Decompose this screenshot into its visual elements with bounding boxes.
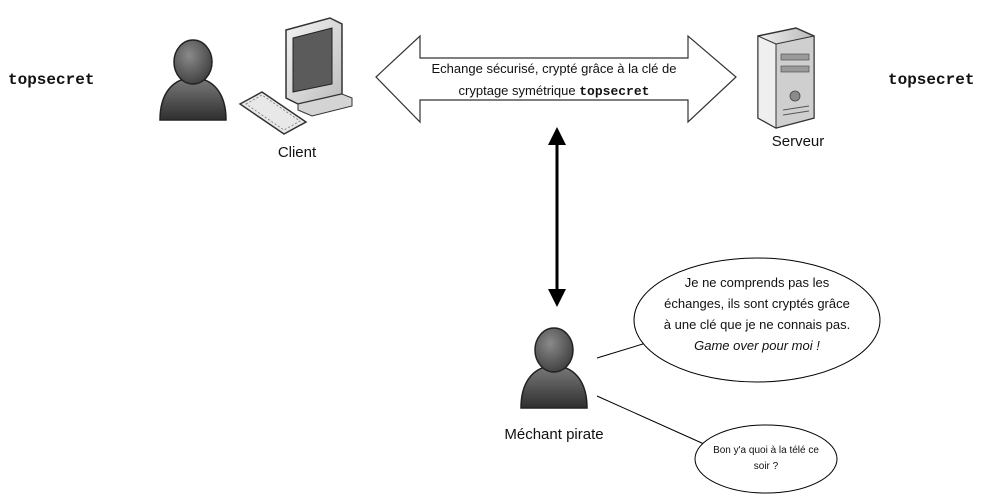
keyboard-icon: [238, 91, 308, 135]
exchange-line-2-prefix: cryptage symétrique: [458, 83, 576, 98]
server-tower-icon: [757, 27, 815, 129]
pirate-label: Méchant pirate: [504, 426, 604, 443]
bubble-small-line-1: Bon y'a quoi à la télé ce: [713, 445, 819, 456]
server-key-text: topsecret: [888, 71, 975, 89]
speech-bubble-main: [633, 257, 881, 383]
bubble-main-text: Je ne comprends pas les échanges, ils so…: [640, 272, 874, 356]
bubble-small-pointer: [596, 395, 705, 445]
bubble-main-line-3: à une clé que je ne connais pas.: [663, 317, 851, 332]
pirate-user-icon: [520, 327, 588, 409]
exchange-line-1: Echange sécurisé, crypté grâce à la clé …: [431, 61, 677, 76]
speech-bubble-small: [694, 424, 838, 494]
client-key-text: topsecret: [8, 71, 95, 89]
exchange-line-2: cryptage symétrique topsecret: [398, 80, 710, 103]
bubble-main-line-1: Je ne comprends pas les: [684, 275, 830, 290]
bubble-small-text: Bon y'a quoi à la télé ce soir ?: [702, 443, 830, 475]
bubble-main-line-4: Game over pour moi !: [694, 338, 820, 353]
desktop-computer-icon: [285, 17, 353, 117]
bubble-small-line-2: soir ?: [753, 461, 779, 472]
client-user-icon: [159, 39, 227, 121]
bubble-main-line-2: échanges, ils sont cryptés grâce: [664, 296, 850, 311]
exchange-double-arrow: [375, 34, 737, 124]
exchange-text: Echange sécurisé, crypté grâce à la clé …: [398, 58, 710, 103]
client-label: Client: [277, 144, 317, 161]
server-label: Serveur: [771, 133, 825, 150]
exchange-key: topsecret: [579, 84, 650, 99]
